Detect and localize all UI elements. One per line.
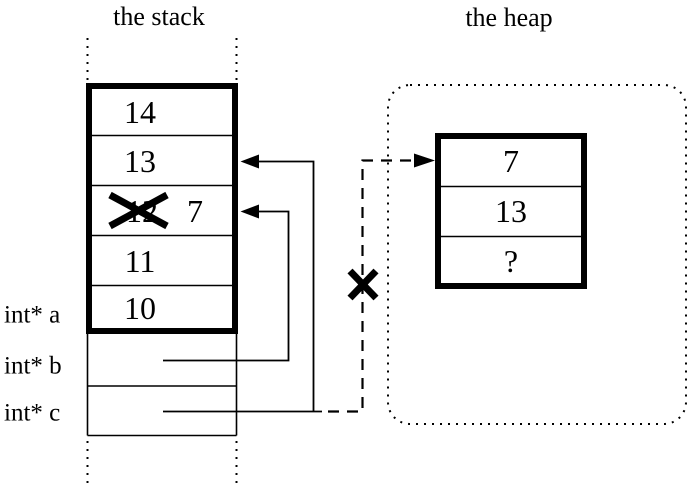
heap-cell-value: 7 [503, 143, 519, 179]
invalid-pointer-x-icon [347, 268, 379, 301]
stack-cell-replacement-value: 7 [187, 193, 203, 229]
pointer-label-a: int* a [4, 301, 61, 329]
stack-cell-crossed-value: 12 [126, 193, 158, 229]
dangling-pointer-dashed-arrow [328, 153, 435, 413]
stack-cell-value: 11 [124, 243, 156, 279]
pointer-label-c: int* c [4, 399, 61, 427]
stack-cell-value: 13 [124, 143, 156, 179]
heap-cell-value: ? [503, 243, 519, 279]
heap-cell-value: 13 [495, 193, 527, 229]
arrowhead-left-icon [240, 204, 259, 219]
arrowhead-right-icon [414, 153, 435, 168]
arrowhead-left-icon [240, 154, 259, 169]
stack-frame-box [86, 83, 238, 334]
stack-cell-value: 10 [124, 290, 156, 326]
heap-title: the heap [465, 3, 553, 32]
pointer-b-arrow [163, 204, 290, 362]
stack-cell-value: 14 [124, 94, 156, 130]
pointer-label-b: int* b [4, 352, 62, 380]
heap-region-boundary [387, 84, 687, 425]
stack-column-dotted-lines [86, 38, 238, 487]
stack-pointer-slots-box [86, 334, 238, 437]
stack-row-separators [92, 134, 232, 287]
stack-title: the stack [113, 2, 205, 31]
